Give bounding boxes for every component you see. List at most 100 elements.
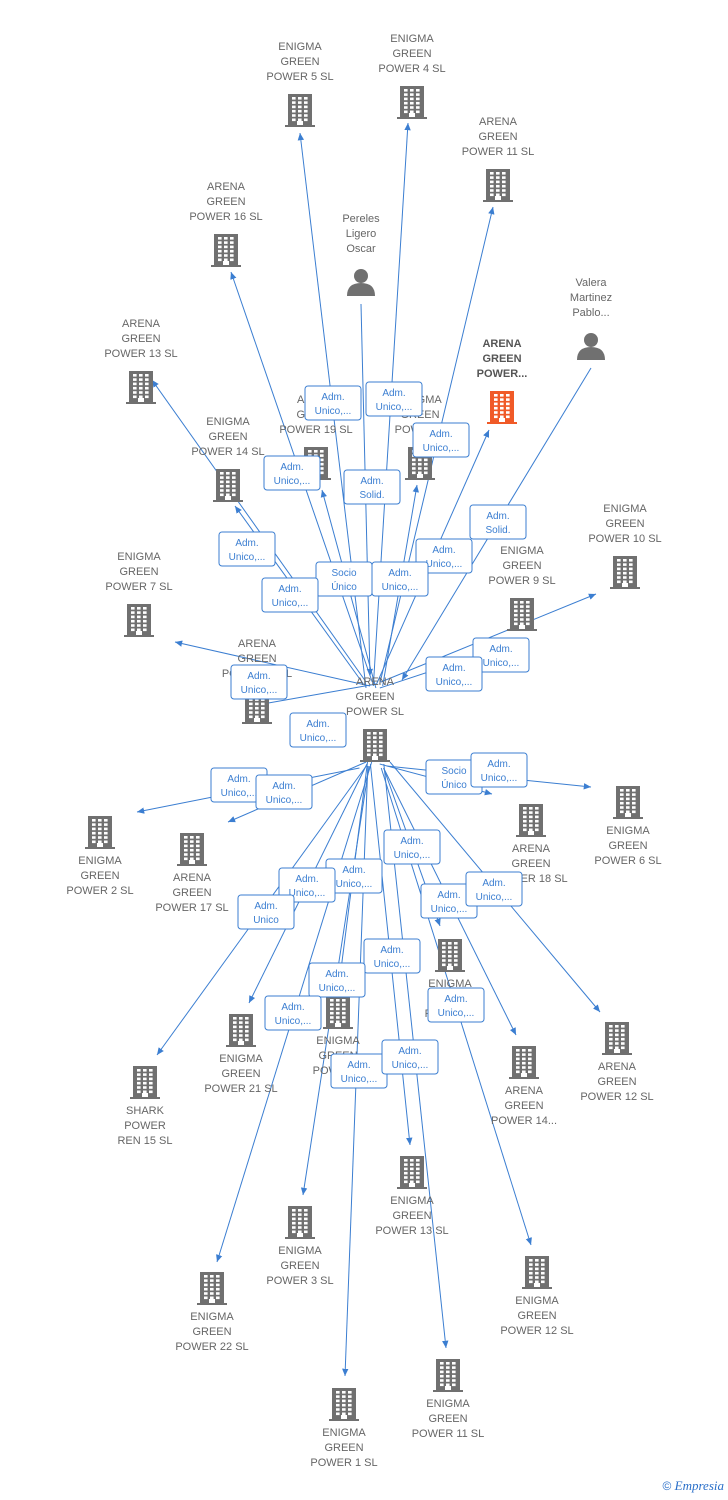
node-label-line: POWER 4 SL: [378, 63, 445, 75]
node-label-line: GREEN: [324, 1442, 363, 1454]
relation-label-text: Adm.: [347, 1060, 370, 1071]
node-label-line: POWER 9 SL: [488, 575, 555, 587]
node-label-line: GREEN: [221, 1068, 260, 1080]
node-label-line: ENIGMA: [428, 978, 472, 990]
relation-label-text: Adm.: [482, 878, 505, 889]
node-label-line: ENIGMA: [390, 1195, 434, 1207]
relation-label[interactable]: Adm.Unico,...: [371, 561, 429, 597]
building-icon: [516, 804, 546, 837]
relation-label[interactable]: Adm.Unico,...: [363, 938, 421, 974]
node-valera[interactable]: ValeraMartinezPablo...: [570, 277, 612, 360]
building-icon: [613, 786, 643, 819]
relation-label[interactable]: Adm. Unico,...: [289, 712, 347, 748]
relation-label-text: Adm.: [295, 874, 318, 885]
relation-label[interactable]: Adm.Unico,...: [308, 962, 366, 998]
node-label-line: POWER 6 SL: [594, 855, 661, 867]
relation-label-text: Unico,...: [300, 733, 337, 744]
relation-label[interactable]: Adm.Unico,...: [383, 829, 441, 865]
node-label-line: GREEN: [511, 858, 550, 870]
node-label-line: GREEN: [597, 1076, 636, 1088]
building-icon: [126, 371, 156, 404]
node-label-line: GREEN: [482, 353, 521, 365]
relation-label-text: Unico,...: [376, 402, 413, 413]
relation-label[interactable]: Adm.Unico,...: [218, 531, 276, 567]
relation-label[interactable]: Adm.Unico,...: [412, 422, 470, 458]
relation-label[interactable]: Adm.Unico,...: [304, 385, 362, 421]
relation-label[interactable]: Adm.Unico: [237, 894, 295, 930]
relation-label[interactable]: Adm.Unico,...: [330, 1053, 388, 1089]
node-label-line: ARENA: [482, 338, 521, 350]
relation-label-text: Unico,...: [221, 788, 258, 799]
relation-label-text: Unico,...: [274, 476, 311, 487]
relation-label[interactable]: Adm.Unico,...: [381, 1039, 439, 1075]
relation-label-text: Adm.: [306, 719, 329, 730]
node-label-line: ARENA: [207, 181, 246, 193]
node-label-line: GREEN: [517, 1310, 556, 1322]
node-agx[interactable]: ARENA GREEN POWER...: [477, 338, 528, 424]
relation-label[interactable]: Adm.Unico,...: [255, 774, 313, 810]
node-label-line: ENIGMA: [278, 41, 322, 53]
relation-label[interactable]: Adm. Unico,...: [263, 455, 321, 491]
relation-label[interactable]: Adm.Unico,...: [427, 987, 485, 1023]
node-label-line: ARENA: [238, 638, 277, 650]
relation-label[interactable]: Adm.Unico,...: [425, 656, 483, 692]
node-label-line: GREEN: [206, 196, 245, 208]
relation-label[interactable]: Adm.Unico,...: [261, 577, 319, 613]
relation-label[interactable]: Adm.Unico,...: [465, 871, 523, 907]
relation-label-text: Unico,...: [275, 1016, 312, 1027]
relation-label-text: Unico,...: [438, 1008, 475, 1019]
node-label-line: POWER...: [477, 368, 528, 380]
relation-label[interactable]: Adm.Solid.: [469, 504, 527, 540]
node-label-line: ENIGMA: [322, 1427, 366, 1439]
relation-label-text: Adm.: [380, 945, 403, 956]
relation-label[interactable]: Adm.Solid.: [343, 469, 401, 505]
footer-credit[interactable]: © Empresia: [662, 1478, 724, 1494]
building-icon: [433, 1359, 463, 1392]
relation-label[interactable]: Adm.Unico,...: [365, 381, 423, 417]
building-icon: [483, 169, 513, 202]
node-label-line: GREEN: [80, 870, 119, 882]
node-label-line: Oscar: [346, 243, 376, 255]
relation-label-text: Unico,...: [426, 559, 463, 570]
node-label-line: GREEN: [192, 1326, 231, 1338]
building-icon: [397, 1156, 427, 1189]
relation-label[interactable]: Adm.Unico,...: [415, 538, 473, 574]
relation-label-text: Adm.: [280, 462, 303, 473]
relation-label[interactable]: Adm.Unico,...: [472, 637, 530, 673]
building-icon: [602, 1022, 632, 1055]
relation-label-text: Unico,...: [483, 658, 520, 669]
relation-label-text: Único: [441, 778, 467, 791]
relation-label-text: Unico,...: [336, 879, 373, 890]
relation-label[interactable]: Adm.Unico,...: [230, 664, 288, 700]
relation-label[interactable]: Adm.Unico,...: [264, 995, 322, 1031]
relation-label-text: Unico,...: [392, 1060, 429, 1071]
relation-label[interactable]: Adm.Unico,...: [278, 867, 336, 903]
relation-label[interactable]: Adm.Unico,...: [470, 752, 528, 788]
